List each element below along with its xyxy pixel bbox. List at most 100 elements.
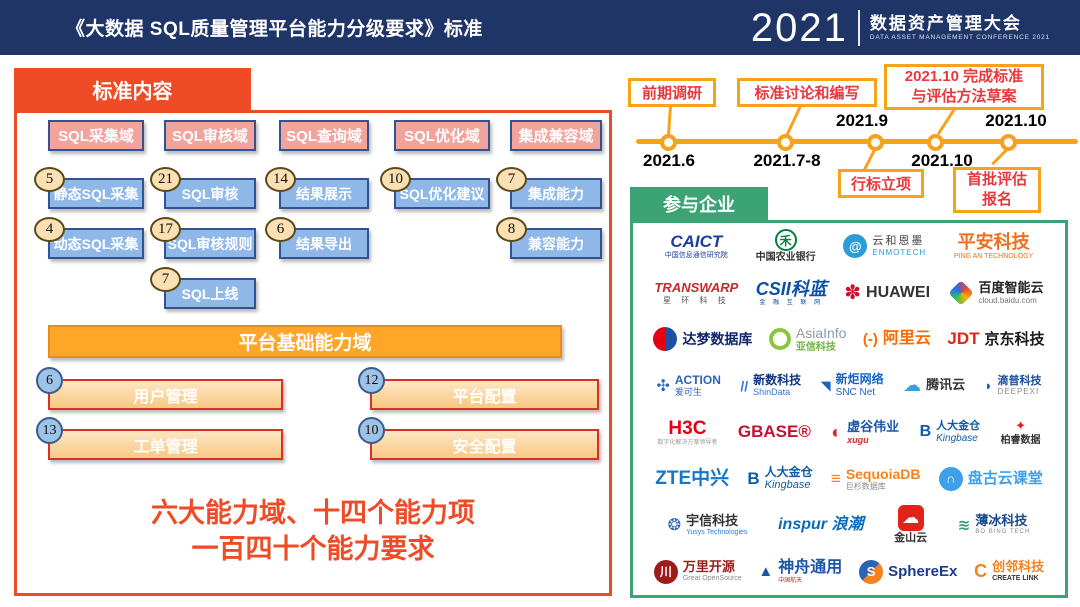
milestone-assessment-line2: 报名 — [981, 191, 1012, 208]
count-badge: 13 — [36, 417, 63, 444]
h3c-label: H3C — [668, 417, 707, 439]
count-badge: 7 — [496, 167, 527, 192]
inspur-label: inspur 浪潮 — [778, 516, 864, 534]
platform-label: 安全配置 — [452, 438, 517, 456]
greatdb-opensource-label: 万里开源 — [682, 559, 735, 575]
dameng-text: 达梦数据库 — [682, 331, 752, 347]
xugu-icon: ◐ — [831, 421, 843, 442]
alibaba-cloud-text: 阿里云 — [883, 330, 931, 348]
zte-label: ZTE中兴 — [655, 467, 730, 489]
sphereex-label: SphereEx — [888, 563, 958, 581]
jd-technology-icon: JDT — [947, 329, 980, 349]
tencent-cloud-text: 腾讯云 — [926, 377, 965, 393]
kingsoft-cloud-logo: ☁金山云 — [894, 505, 927, 545]
header-bar: 《大数据 SQL质量管理平台能力分级要求》标准 2021 数据资产管理大会 DA… — [0, 0, 1080, 55]
sphereex-icon: S — [859, 559, 884, 584]
kingbase-2-icon: B — [747, 468, 760, 488]
pangu-cloud-class-label: 盘古云课堂 — [967, 470, 1043, 488]
pangu-cloud-class-text: 盘古云课堂 — [968, 470, 1043, 487]
domain-header-integration: 集成兼容域 — [510, 120, 602, 151]
deepexi-label: DEEPEXI — [997, 387, 1040, 397]
timeline-connector — [666, 105, 672, 138]
milestone-box-preresearch: 前期调研 — [628, 78, 716, 107]
timeline-date: 2021.9 — [836, 111, 888, 130]
kingbase-2-label: 人大金仓 — [764, 464, 813, 479]
conference-logo: 2021 数据资产管理大会 DATA ASSET MANAGEMENT CONF… — [751, 8, 1050, 48]
csii-logo: CSII科蓝金 融 互 联 网 — [756, 279, 827, 307]
zte-text: ZTE中兴 — [655, 468, 729, 490]
capability-label: SQL审核 — [181, 185, 239, 202]
huawei-text: HUAWEI — [866, 284, 930, 302]
capability-label: SQL优化建议 — [399, 185, 485, 202]
asiainfo-label: AsiaInfo — [795, 325, 847, 342]
greatdb-opensource-label: Great OpenSource — [682, 575, 742, 583]
timeline-node — [660, 134, 677, 151]
summary-line-2: 一百四十个能力要求 — [191, 534, 435, 565]
deepexi-label: 滴普科技 — [997, 374, 1042, 387]
sequoiadb-icon: ≡ — [830, 468, 841, 488]
bobing-tech-label: BO BING TECH — [975, 529, 1031, 536]
count-badge: 10 — [380, 167, 411, 192]
shindata-icon: // — [740, 377, 749, 394]
shenzhou-general-text: 神舟通用中国航天 — [778, 559, 842, 584]
yusys-label: Yusys Technologies — [686, 528, 748, 536]
conference-name: 数据资产管理大会 — [869, 13, 1022, 33]
transwarp-label: 星 环 科 技 — [663, 295, 730, 305]
baidu-cloud-label: cloud.baidu.com — [978, 295, 1037, 305]
enmotech-icon: @ — [843, 234, 868, 259]
action-actionsky-label: 爱可生 — [674, 387, 702, 398]
shenzhou-general-label: 中国航天 — [778, 577, 803, 584]
deepexi-icon: ◗ — [984, 378, 993, 394]
agricultural-bank-of-china-icon: 禾 — [774, 229, 797, 251]
dameng-logo: 达梦数据库 — [653, 327, 752, 352]
milestone-draft-line2: 与评估方法草案 — [911, 88, 1017, 105]
count-badge: 14 — [265, 167, 296, 192]
yusys-icon: ❂ — [667, 517, 682, 535]
pingan-technology-label: 平安科技 — [957, 231, 1030, 252]
baidu-cloud-icon — [947, 280, 974, 306]
caict-label: CAICT — [670, 232, 723, 252]
pangu-cloud-class-icon: ∩ — [938, 466, 963, 491]
agricultural-bank-of-china-label: 中国农业银行 — [755, 252, 816, 263]
dameng-icon — [653, 327, 678, 352]
kingbase-label: 人大金仓 — [936, 420, 981, 433]
baidu-cloud-label: 百度智能云 — [978, 279, 1044, 295]
domain-header-sql-collect: SQL采集域 — [48, 120, 144, 151]
sphereex-text: SphereEx — [888, 563, 957, 580]
shindata-label: 新数科技 — [753, 372, 802, 387]
inspur-text: inspur 浪潮 — [778, 516, 863, 534]
count-badge: 5 — [34, 167, 65, 192]
timeline-node — [1000, 134, 1017, 151]
summary-text: 六大能力域、十四个能力项 一百四十个能力要求 — [17, 495, 609, 568]
gbase-label: GBASE® — [737, 422, 811, 442]
capability-label: 结果导出 — [296, 235, 352, 252]
bobing-tech-label: 薄冰科技 — [975, 513, 1028, 529]
snc-net-label: SNC Net — [835, 386, 876, 398]
capability-label: SQL上线 — [181, 285, 239, 302]
create-link-label: 创邻科技 — [992, 559, 1045, 575]
jd-technology-text: 京东科技 — [984, 331, 1044, 348]
timeline-date: 2021.6 — [643, 151, 695, 170]
